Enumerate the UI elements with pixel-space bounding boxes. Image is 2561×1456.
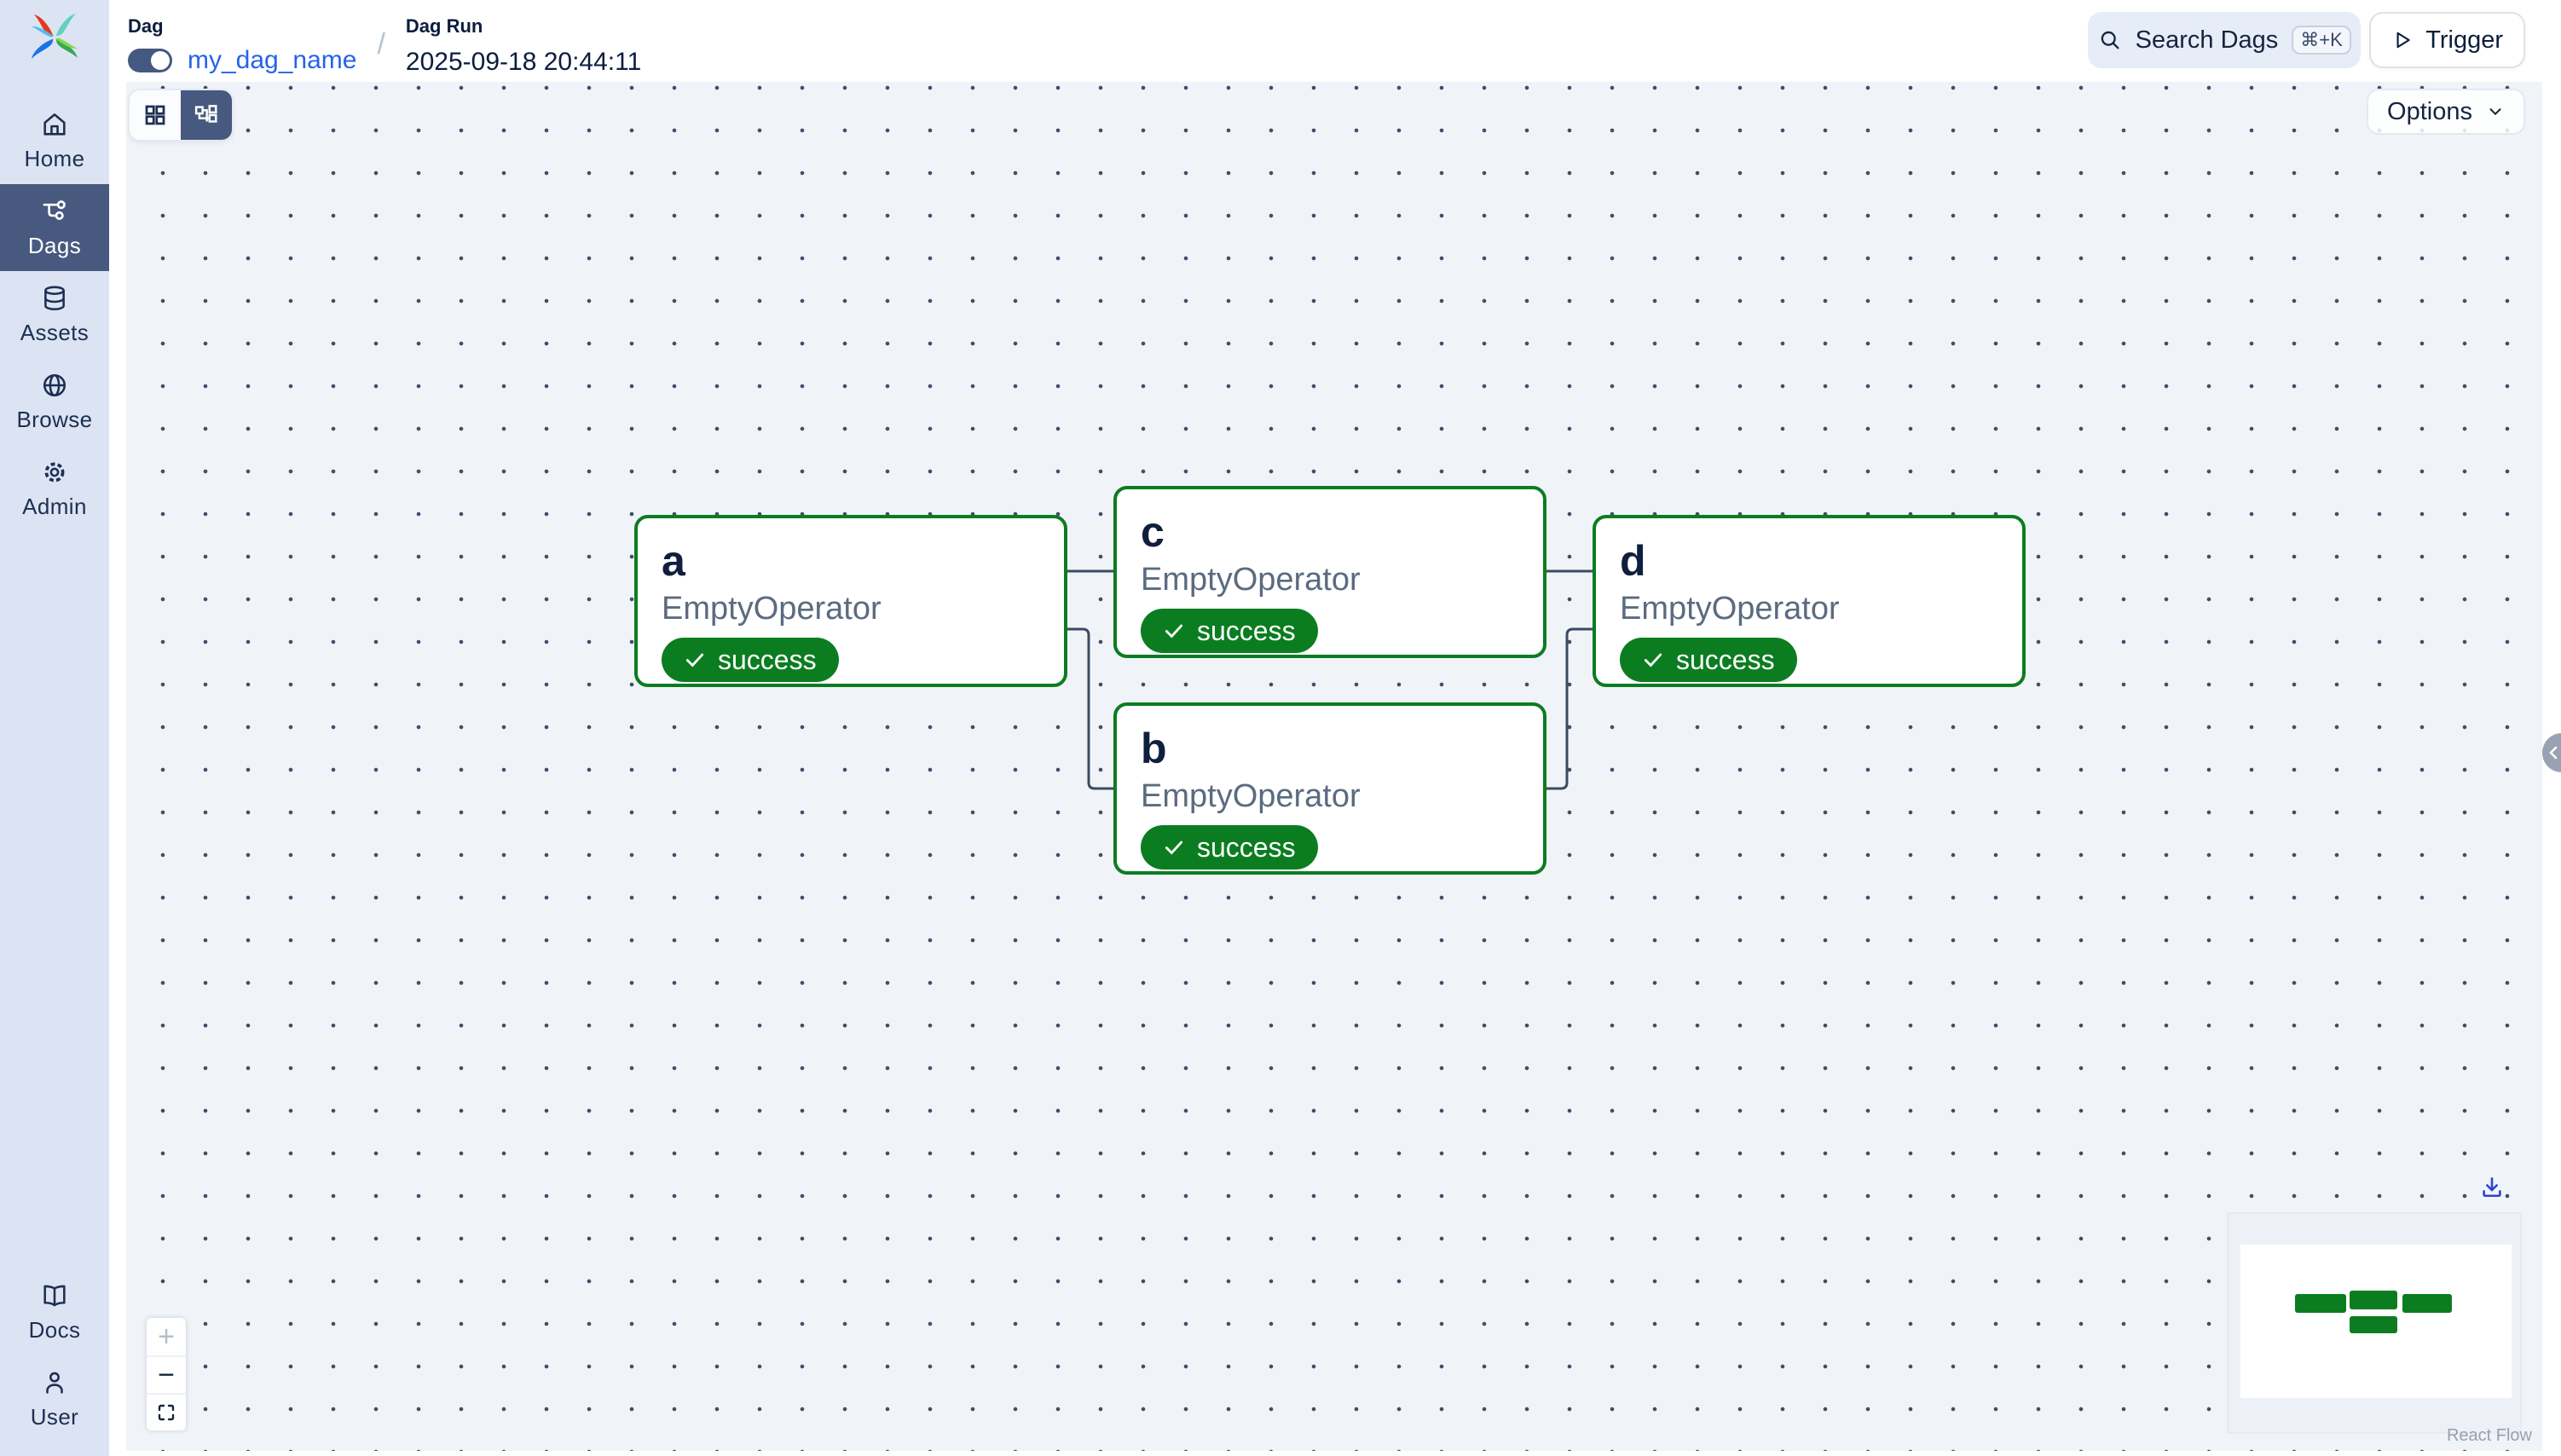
- edge-b-d: [1546, 627, 1593, 790]
- dag-run-timestamp: 2025-09-18 20:44:11: [405, 48, 642, 76]
- check-icon: [1165, 841, 1183, 855]
- sidebar-bottom-nav: Docs User: [0, 1268, 109, 1456]
- sidebar-item-label: Dags: [27, 232, 82, 258]
- breadcrumb-dag-run: Dag Run 2025-09-18 20:44:11: [406, 0, 641, 77]
- airflow-logo[interactable]: [22, 5, 87, 70]
- zoom-in-button[interactable]: +: [147, 1318, 186, 1355]
- options-label: Options: [2387, 97, 2472, 125]
- panel-collapse-button[interactable]: [2542, 733, 2561, 772]
- user-icon: [46, 1372, 63, 1394]
- graph-view-icon: [194, 105, 217, 123]
- react-flow-attribution[interactable]: React Flow: [2446, 1426, 2532, 1445]
- search-icon: [2101, 31, 2119, 49]
- dag-label: Dag: [128, 15, 164, 37]
- search-dags-button[interactable]: Search Dags ⌘+K: [2088, 12, 2362, 68]
- sidebar-item-user[interactable]: User: [0, 1355, 109, 1442]
- task-title: c: [1141, 508, 1165, 556]
- chevron-down-icon: [2489, 108, 2501, 116]
- task-state-label: success: [718, 644, 817, 675]
- task-state-label: success: [1676, 644, 1775, 675]
- book-icon: [43, 1285, 66, 1306]
- zoom-out-button[interactable]: −: [147, 1355, 186, 1393]
- gear-icon: [44, 462, 65, 482]
- sidebar-item-label: Docs: [28, 1316, 81, 1343]
- task-state-badge[interactable]: success: [1141, 609, 1318, 653]
- check-icon: [1644, 653, 1662, 667]
- dag-run-label: Dag Run: [405, 15, 483, 37]
- breadcrumb-separator: /: [377, 28, 385, 61]
- globe-icon: [43, 373, 66, 396]
- minimap-node-c: [2350, 1291, 2397, 1309]
- task-state-label: success: [1197, 615, 1296, 646]
- minimap-node-a: [2295, 1294, 2346, 1313]
- task-operator: EmptyOperator: [1141, 778, 1361, 814]
- header: Dag my_dag_name / Dag Run 2025-09-18 20:…: [109, 0, 2561, 82]
- sidebar-item-label: User: [30, 1403, 79, 1430]
- minimap[interactable]: [2229, 1214, 2520, 1432]
- task-operator: EmptyOperator: [662, 591, 882, 627]
- sidebar-item-label: Admin: [22, 493, 87, 519]
- task-state-badge[interactable]: success: [1141, 825, 1318, 870]
- search-shortcut: ⌘+K: [2292, 26, 2351, 55]
- task-title: d: [1620, 537, 1646, 585]
- breadcrumb: Dag my_dag_name / Dag Run 2025-09-18 20:…: [109, 0, 641, 77]
- download-icon: [2483, 1177, 2501, 1198]
- task-operator: EmptyOperator: [1141, 562, 1361, 598]
- sidebar-item-dags[interactable]: Dags: [0, 184, 109, 271]
- sidebar-item-home[interactable]: Home: [0, 97, 109, 184]
- check-icon: [1165, 624, 1183, 638]
- task-title: b: [1141, 725, 1167, 772]
- sidebar-item-browse[interactable]: Browse: [0, 358, 109, 445]
- minimap-node-d: [2402, 1294, 2452, 1313]
- view-mode-toggle: [128, 89, 234, 142]
- zoom-controls: + −: [147, 1318, 186, 1430]
- task-node-d[interactable]: d EmptyOperator success: [1593, 515, 2026, 687]
- play-icon: [2396, 32, 2410, 49]
- task-title: a: [662, 537, 685, 585]
- download-graph-button[interactable]: [2479, 1175, 2505, 1200]
- sidebar-item-docs[interactable]: Docs: [0, 1268, 109, 1355]
- task-operator: EmptyOperator: [1620, 591, 1840, 627]
- task-node-b[interactable]: b EmptyOperator success: [1113, 702, 1546, 875]
- grid-view-button[interactable]: [130, 90, 181, 140]
- chevron-left-icon: [2549, 746, 2558, 760]
- task-state-badge[interactable]: success: [1620, 638, 1797, 682]
- check-icon: [685, 653, 704, 667]
- home-icon: [43, 113, 66, 136]
- task-node-a[interactable]: a EmptyOperator success: [634, 515, 1067, 687]
- sidebar-item-assets[interactable]: Assets: [0, 271, 109, 358]
- sidebar-item-label: Browse: [16, 406, 93, 432]
- grid-icon: [145, 105, 165, 125]
- dag-pause-toggle[interactable]: [128, 49, 172, 72]
- toggle-knob: [151, 51, 170, 70]
- dag-graph-icon: [43, 199, 66, 220]
- sidebar-item-label: Assets: [20, 319, 90, 345]
- sidebar-item-admin[interactable]: Admin: [0, 445, 109, 532]
- trigger-button[interactable]: Trigger: [2369, 12, 2525, 68]
- sidebar-item-label: Home: [24, 145, 85, 171]
- breadcrumb-dag: Dag my_dag_name: [128, 0, 356, 77]
- graph-view-button[interactable]: [181, 90, 232, 140]
- airflow-pinwheel-icon: [32, 14, 78, 59]
- dag-graph-canvas[interactable]: a EmptyOperator success c EmptyOperator …: [126, 82, 2542, 1451]
- dag-name-link[interactable]: my_dag_name: [188, 46, 357, 74]
- task-state-badge[interactable]: success: [662, 638, 839, 682]
- zoom-in-label: +: [158, 1320, 175, 1353]
- main-content: Dag my_dag_name / Dag Run 2025-09-18 20:…: [109, 0, 2561, 1456]
- header-actions: Search Dags ⌘+K Trigger: [2088, 0, 2561, 68]
- zoom-out-label: −: [158, 1358, 175, 1391]
- trigger-label: Trigger: [2425, 26, 2503, 54]
- fit-view-icon: [158, 1404, 175, 1421]
- sidebar-nav: Home Dags Assets: [0, 97, 109, 532]
- minimap-node-b: [2350, 1316, 2397, 1333]
- options-button[interactable]: Options: [2367, 89, 2525, 135]
- fit-view-button[interactable]: [147, 1393, 186, 1430]
- search-label: Search Dags: [2135, 26, 2279, 54]
- database-icon: [44, 286, 65, 310]
- task-state-label: success: [1197, 831, 1296, 863]
- edge-a-b: [1067, 627, 1113, 790]
- task-node-c[interactable]: c EmptyOperator success: [1113, 486, 1546, 658]
- sidebar: Home Dags Assets: [0, 0, 109, 1456]
